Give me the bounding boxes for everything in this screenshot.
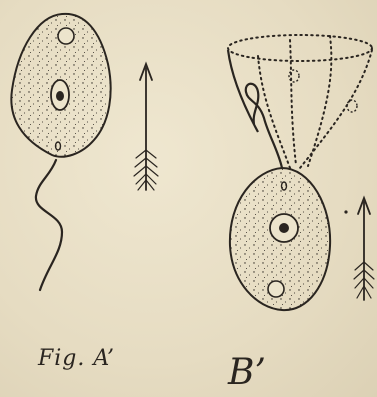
- cell-a-flagellum: [36, 160, 62, 290]
- cell-b-collar: [228, 35, 372, 168]
- cell-b-granule-1: [289, 70, 299, 82]
- stray-dot: [344, 210, 347, 213]
- cell-a-nucleolus: [56, 91, 64, 101]
- cell-b: [228, 35, 372, 310]
- figure-b-caption: B’: [228, 352, 266, 393]
- cell-b-flagellum: [246, 84, 282, 168]
- cell-a-vacuole: [58, 28, 74, 44]
- cell-b-nucleolus: [279, 223, 289, 233]
- cell-b-vacuole: [268, 281, 284, 297]
- cell-b-granule-2: [347, 100, 357, 112]
- figure-a-caption: Fig. A’: [38, 346, 115, 371]
- direction-arrow-b-icon: [354, 198, 374, 300]
- cell-a: [11, 14, 110, 290]
- direction-arrow-a-icon: [134, 64, 158, 190]
